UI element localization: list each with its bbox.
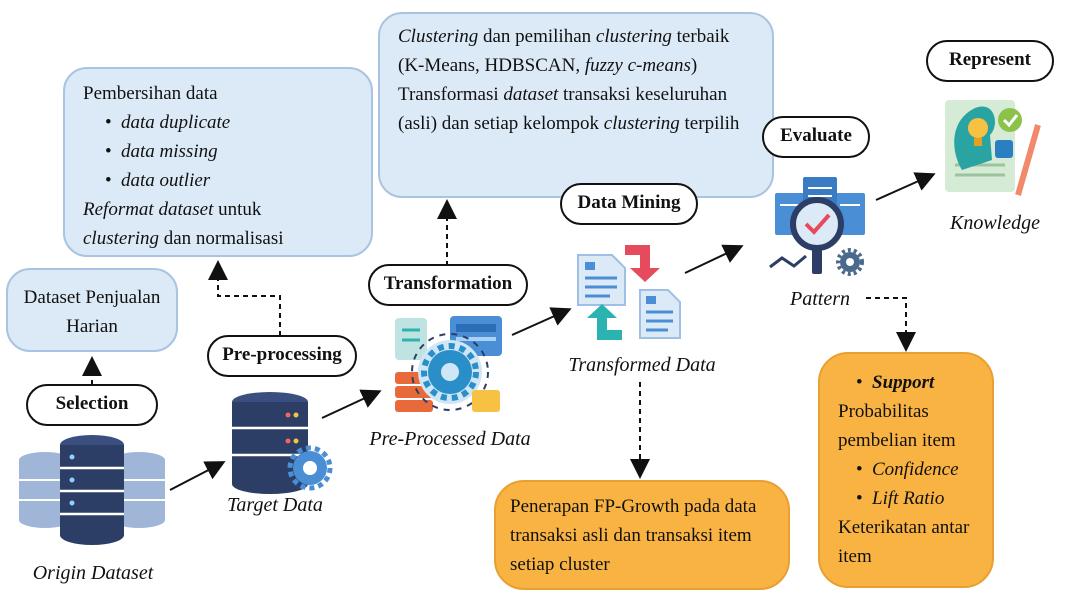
bullet-missing: data missing <box>105 137 357 166</box>
preprocessing-note: Pembersihan data data duplicate data mis… <box>63 67 373 257</box>
preprocessed-data-icon <box>395 316 502 412</box>
lift-desc: Keterikatan antar item <box>838 517 970 567</box>
knowledge-icon <box>945 100 1041 196</box>
bullet-outlier: data outlier <box>105 166 357 195</box>
stage-preprocessing: Pre-processing <box>207 335 357 377</box>
dash-pattern-to-evaluate-note <box>866 297 916 352</box>
caption-preprocessed-data: Pre-Processed Data <box>369 428 531 450</box>
stage-represent: Represent <box>926 40 1054 82</box>
transformation-p1: Clustering dan pemilihan clustering terb… <box>398 26 730 76</box>
arrow-origin-to-target <box>169 461 226 491</box>
origin-dataset-icon <box>19 435 165 545</box>
preprocessing-reformat: Reformat dataset untuk <box>83 199 262 220</box>
data-mining-note-text: Penerapan FP-Growth pada data transaksi … <box>510 496 757 575</box>
caption-origin-dataset: Origin Dataset <box>32 562 154 584</box>
transformation-note: Clustering dan pemilihan clustering terb… <box>378 12 774 198</box>
transformation-p2: Transformasi dataset transaksi keseluruh… <box>398 84 740 134</box>
transformed-data-icon <box>577 245 681 340</box>
stage-evaluate: Evaluate <box>762 116 870 158</box>
arrow-target-to-preprocessed <box>321 389 382 419</box>
support-desc: Probabilitas pembelian item <box>838 401 956 451</box>
caption-knowledge: Knowledge <box>950 212 1040 234</box>
stage-selection: Selection <box>26 384 158 426</box>
pattern-icon <box>769 177 865 276</box>
caption-transformed-data: Transformed Data <box>568 354 716 376</box>
data-mining-note: Penerapan FP-Growth pada data transaksi … <box>494 480 790 590</box>
preprocessing-bullets: data duplicate data missing data outlier <box>83 108 357 195</box>
stage-data-mining: Data Mining <box>560 183 698 225</box>
caption-target-data: Target Data <box>227 494 323 516</box>
preprocessing-heading: Pembersihan data <box>83 83 218 104</box>
confidence-item: Confidence <box>838 455 986 484</box>
evaluate-note: Support Probabilitas pembelian item Conf… <box>818 352 994 588</box>
bullet-duplicate: data duplicate <box>105 108 357 137</box>
lift-item: Lift Ratio <box>838 484 986 513</box>
dash-preprocessing-to-note <box>208 260 281 336</box>
target-data-icon <box>232 392 333 494</box>
arrow-pattern-to-knowledge <box>875 172 936 201</box>
preprocessing-normalisasi: clustering dan normalisasi <box>83 228 284 249</box>
caption-pattern: Pattern <box>790 288 850 310</box>
support-item: Support <box>838 368 986 397</box>
arrow-preprocessed-to-transformed <box>511 307 572 336</box>
selection-note: Dataset Penjualan Harian <box>6 268 178 352</box>
selection-note-text: Dataset Penjualan Harian <box>23 287 161 337</box>
stage-transformation: Transformation <box>368 264 528 306</box>
arrow-transformed-to-pattern <box>684 244 744 274</box>
